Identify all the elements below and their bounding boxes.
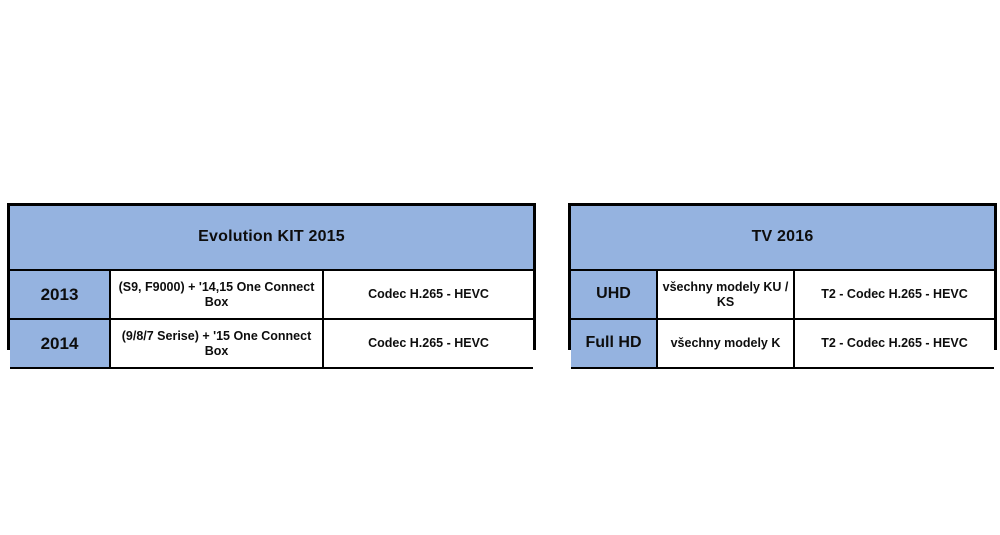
row-codec-2014: Codec H.265 - HEVC [321,318,534,369]
tv-2016-header-title: TV 2016 [571,206,995,271]
row-codec-2013: Codec H.265 - HEVC [321,269,534,320]
table-header-row: Evolution KIT 2015 [10,206,534,271]
tv-2016-grid: TV 2016 UHD všechny modely KU / KS T2 - … [571,206,995,369]
tv-2016-table: TV 2016 UHD všechny modely KU / KS T2 - … [568,203,997,369]
table-row: UHD všechny modely KU / KS T2 - Codec H.… [571,269,995,320]
table-header-row: TV 2016 [571,206,995,271]
row-label-2013: 2013 [10,269,111,320]
row-codec-uhd: T2 - Codec H.265 - HEVC [792,269,995,320]
evolution-kit-grid: Evolution KIT 2015 2013 (S9, F9000) + '1… [10,206,534,369]
evolution-kit-header-title: Evolution KIT 2015 [10,206,534,271]
table-row: 2013 (S9, F9000) + '14,15 One Connect Bo… [10,269,534,320]
row-label-fullhd: Full HD [571,318,658,369]
evolution-kit-2015-table: Evolution KIT 2015 2013 (S9, F9000) + '1… [7,203,536,369]
table-row: 2014 (9/8/7 Serise) + '15 One Connect Bo… [10,318,534,369]
table-row: Full HD všechny modely K T2 - Codec H.26… [571,318,995,369]
row-models-fullhd: všechny modely K [656,318,795,369]
row-label-2014: 2014 [10,318,111,369]
row-models-uhd: všechny modely KU / KS [656,269,795,320]
row-codec-fullhd: T2 - Codec H.265 - HEVC [792,318,995,369]
row-label-uhd: UHD [571,269,658,320]
row-models-2014: (9/8/7 Serise) + '15 One Connect Box [110,318,323,369]
row-models-2013: (S9, F9000) + '14,15 One Connect Box [110,269,323,320]
